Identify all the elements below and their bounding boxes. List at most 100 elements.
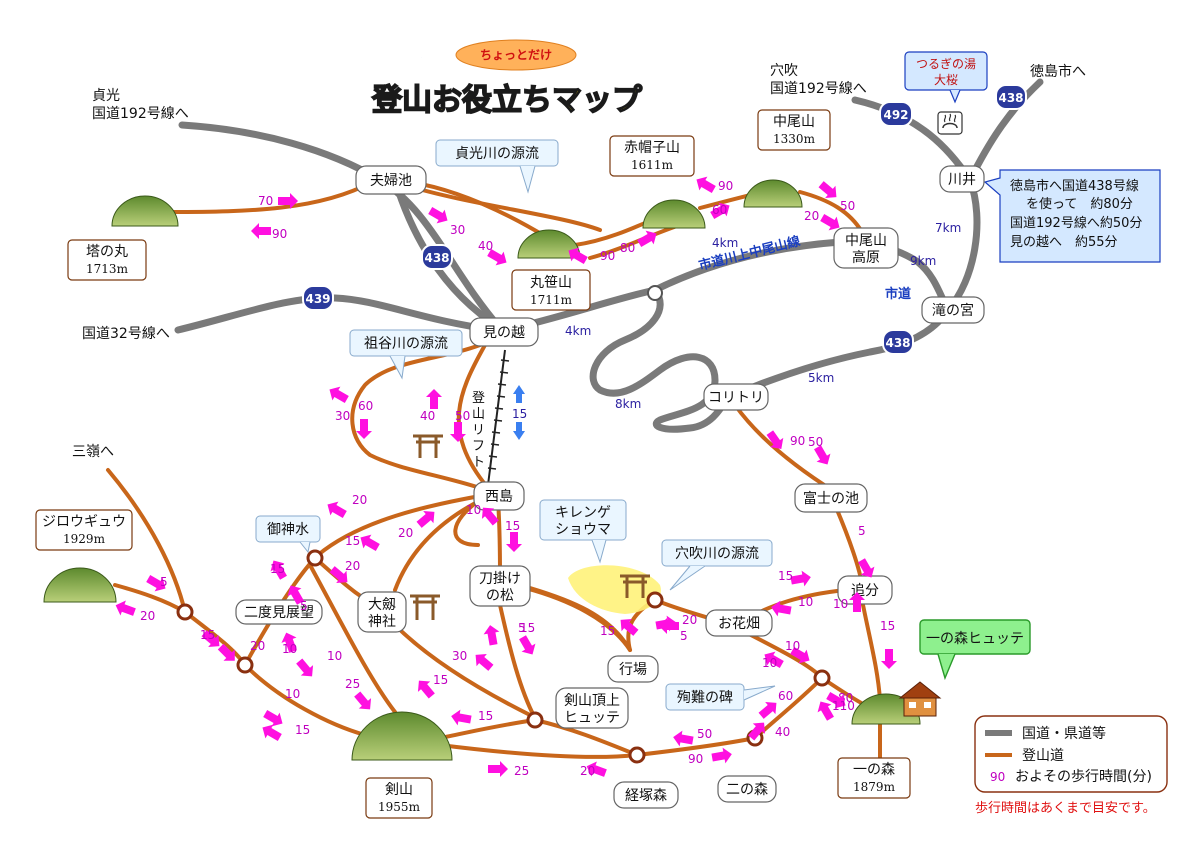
time-label: 10 [282, 642, 297, 656]
svg-text:御神水: 御神水 [267, 522, 309, 538]
road-kokudo32 [174, 294, 499, 334]
lift-label: 登 山 リ フ ト [472, 391, 485, 470]
callout-omikamisui: 御神水 [255, 515, 321, 554]
time-label: 15 [270, 562, 285, 576]
place-koritori: コリトリ [703, 383, 769, 411]
time-label: 15 [520, 621, 535, 635]
map-title: 剣山周辺 ちょっとだけ 登山お役立ちマップ [329, 39, 644, 119]
time-label: 50 [840, 199, 855, 213]
time-arrow [356, 419, 372, 439]
torii-icon [410, 594, 440, 620]
svg-text:山: 山 [472, 407, 485, 422]
info-box: 徳島市へ国道438号線 を使って 約80分 国道192号線へ約50分 見の越へ … [983, 169, 1161, 263]
time-label: 10 [327, 649, 342, 663]
callout-anabuki-gen: 穴吹川の源流 [661, 539, 773, 591]
time-arrow [826, 692, 846, 709]
time-label: 20 [140, 609, 155, 623]
svg-text:剣山: 剣山 [385, 782, 413, 798]
time-arrow [450, 422, 466, 442]
time-label: 5 [518, 621, 526, 635]
road-junction-marker [647, 285, 663, 301]
trail-omikami-tsurugi [308, 563, 397, 714]
hotspring-sub: 大桜 [934, 73, 958, 87]
trail-oiwake-ichinomori [860, 598, 882, 702]
time-arrow [487, 249, 507, 266]
svg-text:コリトリ: コリトリ [708, 390, 764, 406]
trail-minokoshi-iyaloop [350, 343, 482, 490]
callout-iya-gen: 祖谷川の源流 [349, 329, 463, 380]
svg-text:1929m: 1929m [63, 532, 106, 546]
svg-text:刀掛け: 刀掛け [479, 571, 521, 587]
svg-text:国道192号線へ: 国道192号線へ [770, 81, 867, 97]
svg-text:登: 登 [472, 391, 485, 406]
title-area: 剣山周辺 [329, 40, 426, 68]
time-arrow [488, 761, 508, 777]
trail-meoto-akaboshi [403, 183, 602, 232]
time-arrow [475, 653, 494, 671]
time-label: 25 [514, 764, 529, 778]
svg-text:夫婦池: 夫婦池 [370, 172, 412, 189]
trail-minokoshi-nishijima-west [456, 343, 490, 490]
time-arrow [481, 507, 499, 526]
time-label: 20 [398, 526, 413, 540]
route-438-shield-south: 438 [882, 329, 914, 355]
svg-text:神社: 神社 [368, 614, 396, 630]
time-label: 30 [452, 649, 467, 663]
time-label: 90 [688, 752, 703, 766]
disclaimer-note: 歩行時間はあくまで目安です。 [975, 801, 1156, 816]
time-label: 20 [345, 559, 360, 573]
title-tag-cloud [455, 39, 577, 71]
route-439-shield: 439 [302, 285, 334, 311]
svg-text:二度見展望: 二度見展望 [244, 605, 314, 621]
svg-text:見の越: 見の越 [483, 325, 525, 341]
svg-text:438: 438 [998, 91, 1023, 105]
time-label: 15 [778, 569, 793, 583]
svg-text:穴吹川の源流: 穴吹川の源流 [675, 546, 759, 562]
time-arrow [710, 202, 730, 219]
svg-text:貞光川の源流: 貞光川の源流 [455, 146, 539, 162]
time-arrow [354, 691, 372, 710]
svg-text:ジロウギュウ: ジロウギュウ [42, 514, 126, 530]
legend-time-label: およその歩行時間(分) [1015, 769, 1152, 785]
time-label: 15 [345, 534, 360, 548]
time-arrow [287, 585, 304, 605]
time-arrow [881, 649, 897, 669]
trail-kyozuka-chojo [533, 718, 639, 757]
time-label: 20 [804, 209, 819, 223]
time-arrow [814, 445, 831, 465]
time-label: 50 [697, 727, 712, 741]
trail-nidomi-tsurugi [243, 663, 367, 737]
svg-text:徳島市へ: 徳島市へ [1030, 63, 1086, 80]
time-label: 5 [858, 524, 866, 538]
trail-tonomaru-meoto [168, 180, 374, 214]
legend-box [974, 715, 1168, 793]
road-shido-loop [589, 286, 730, 433]
time-label: 15 [600, 624, 615, 638]
time-arrow [296, 658, 314, 677]
trail-nishijima-omikami [316, 494, 482, 557]
time-label: 20 [352, 493, 367, 507]
place-kyozuka: 経塚森 [613, 781, 679, 809]
time-label: 40 [420, 409, 435, 423]
time-label: 5 [160, 575, 168, 589]
svg-text:祖谷川の源流: 祖谷川の源流 [364, 336, 448, 352]
time-arrow [620, 618, 639, 636]
time-label: 20 [682, 613, 697, 627]
time-label: 90 [790, 434, 805, 448]
title-tag: ちょっとだけ [480, 48, 552, 62]
svg-text:富士の池: 富士の池 [803, 490, 859, 507]
road-438-south [722, 306, 952, 402]
time-arrow [858, 558, 875, 578]
trail-katana-chojo [498, 603, 537, 720]
torii-icon [620, 574, 650, 598]
hutte-house-icon [898, 681, 942, 717]
